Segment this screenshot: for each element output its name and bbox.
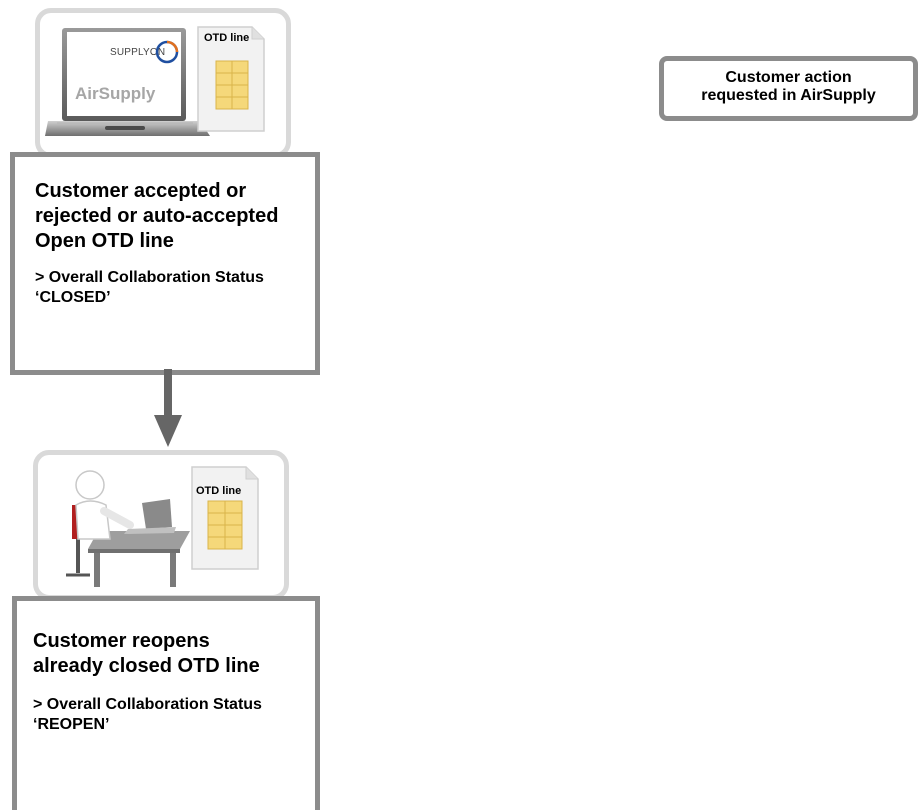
app-name: AirSupply [75, 84, 156, 103]
step1-title: Customer accepted or rejected or auto-ac… [35, 180, 279, 252]
step1-status: > Overall Collaboration Status ‘CLOSED’ [35, 269, 264, 306]
doc-label: OTD line [204, 32, 250, 44]
arrow-down-icon [154, 369, 182, 447]
step2-status: > Overall Collaboration Status ‘REOPEN’ [33, 696, 262, 733]
legend-box: Customer action requested in AirSupply [659, 56, 918, 121]
document-icon [197, 26, 265, 132]
doc-label: OTD line [196, 485, 242, 497]
document-icon [191, 466, 259, 570]
step1-image-panel: SUPPLYON AirSupply OTD line [35, 8, 291, 158]
supplyon-ring-icon [155, 40, 179, 64]
step2-image-panel: OTD line [33, 450, 289, 600]
step1-box: Customer accepted or rejected or auto-ac… [10, 152, 320, 375]
person-at-desk-icon [66, 470, 190, 587]
supplyon-logo: SUPPLYON [110, 47, 165, 58]
step2-box: Customer reopens already closed OTD line… [12, 596, 320, 810]
laptop-icon [45, 28, 210, 136]
legend-text: Customer action requested in AirSupply [701, 69, 876, 104]
step2-title: Customer reopens already closed OTD line [33, 630, 260, 677]
supplyon-logo-text: SUPPLYON [110, 47, 166, 58]
